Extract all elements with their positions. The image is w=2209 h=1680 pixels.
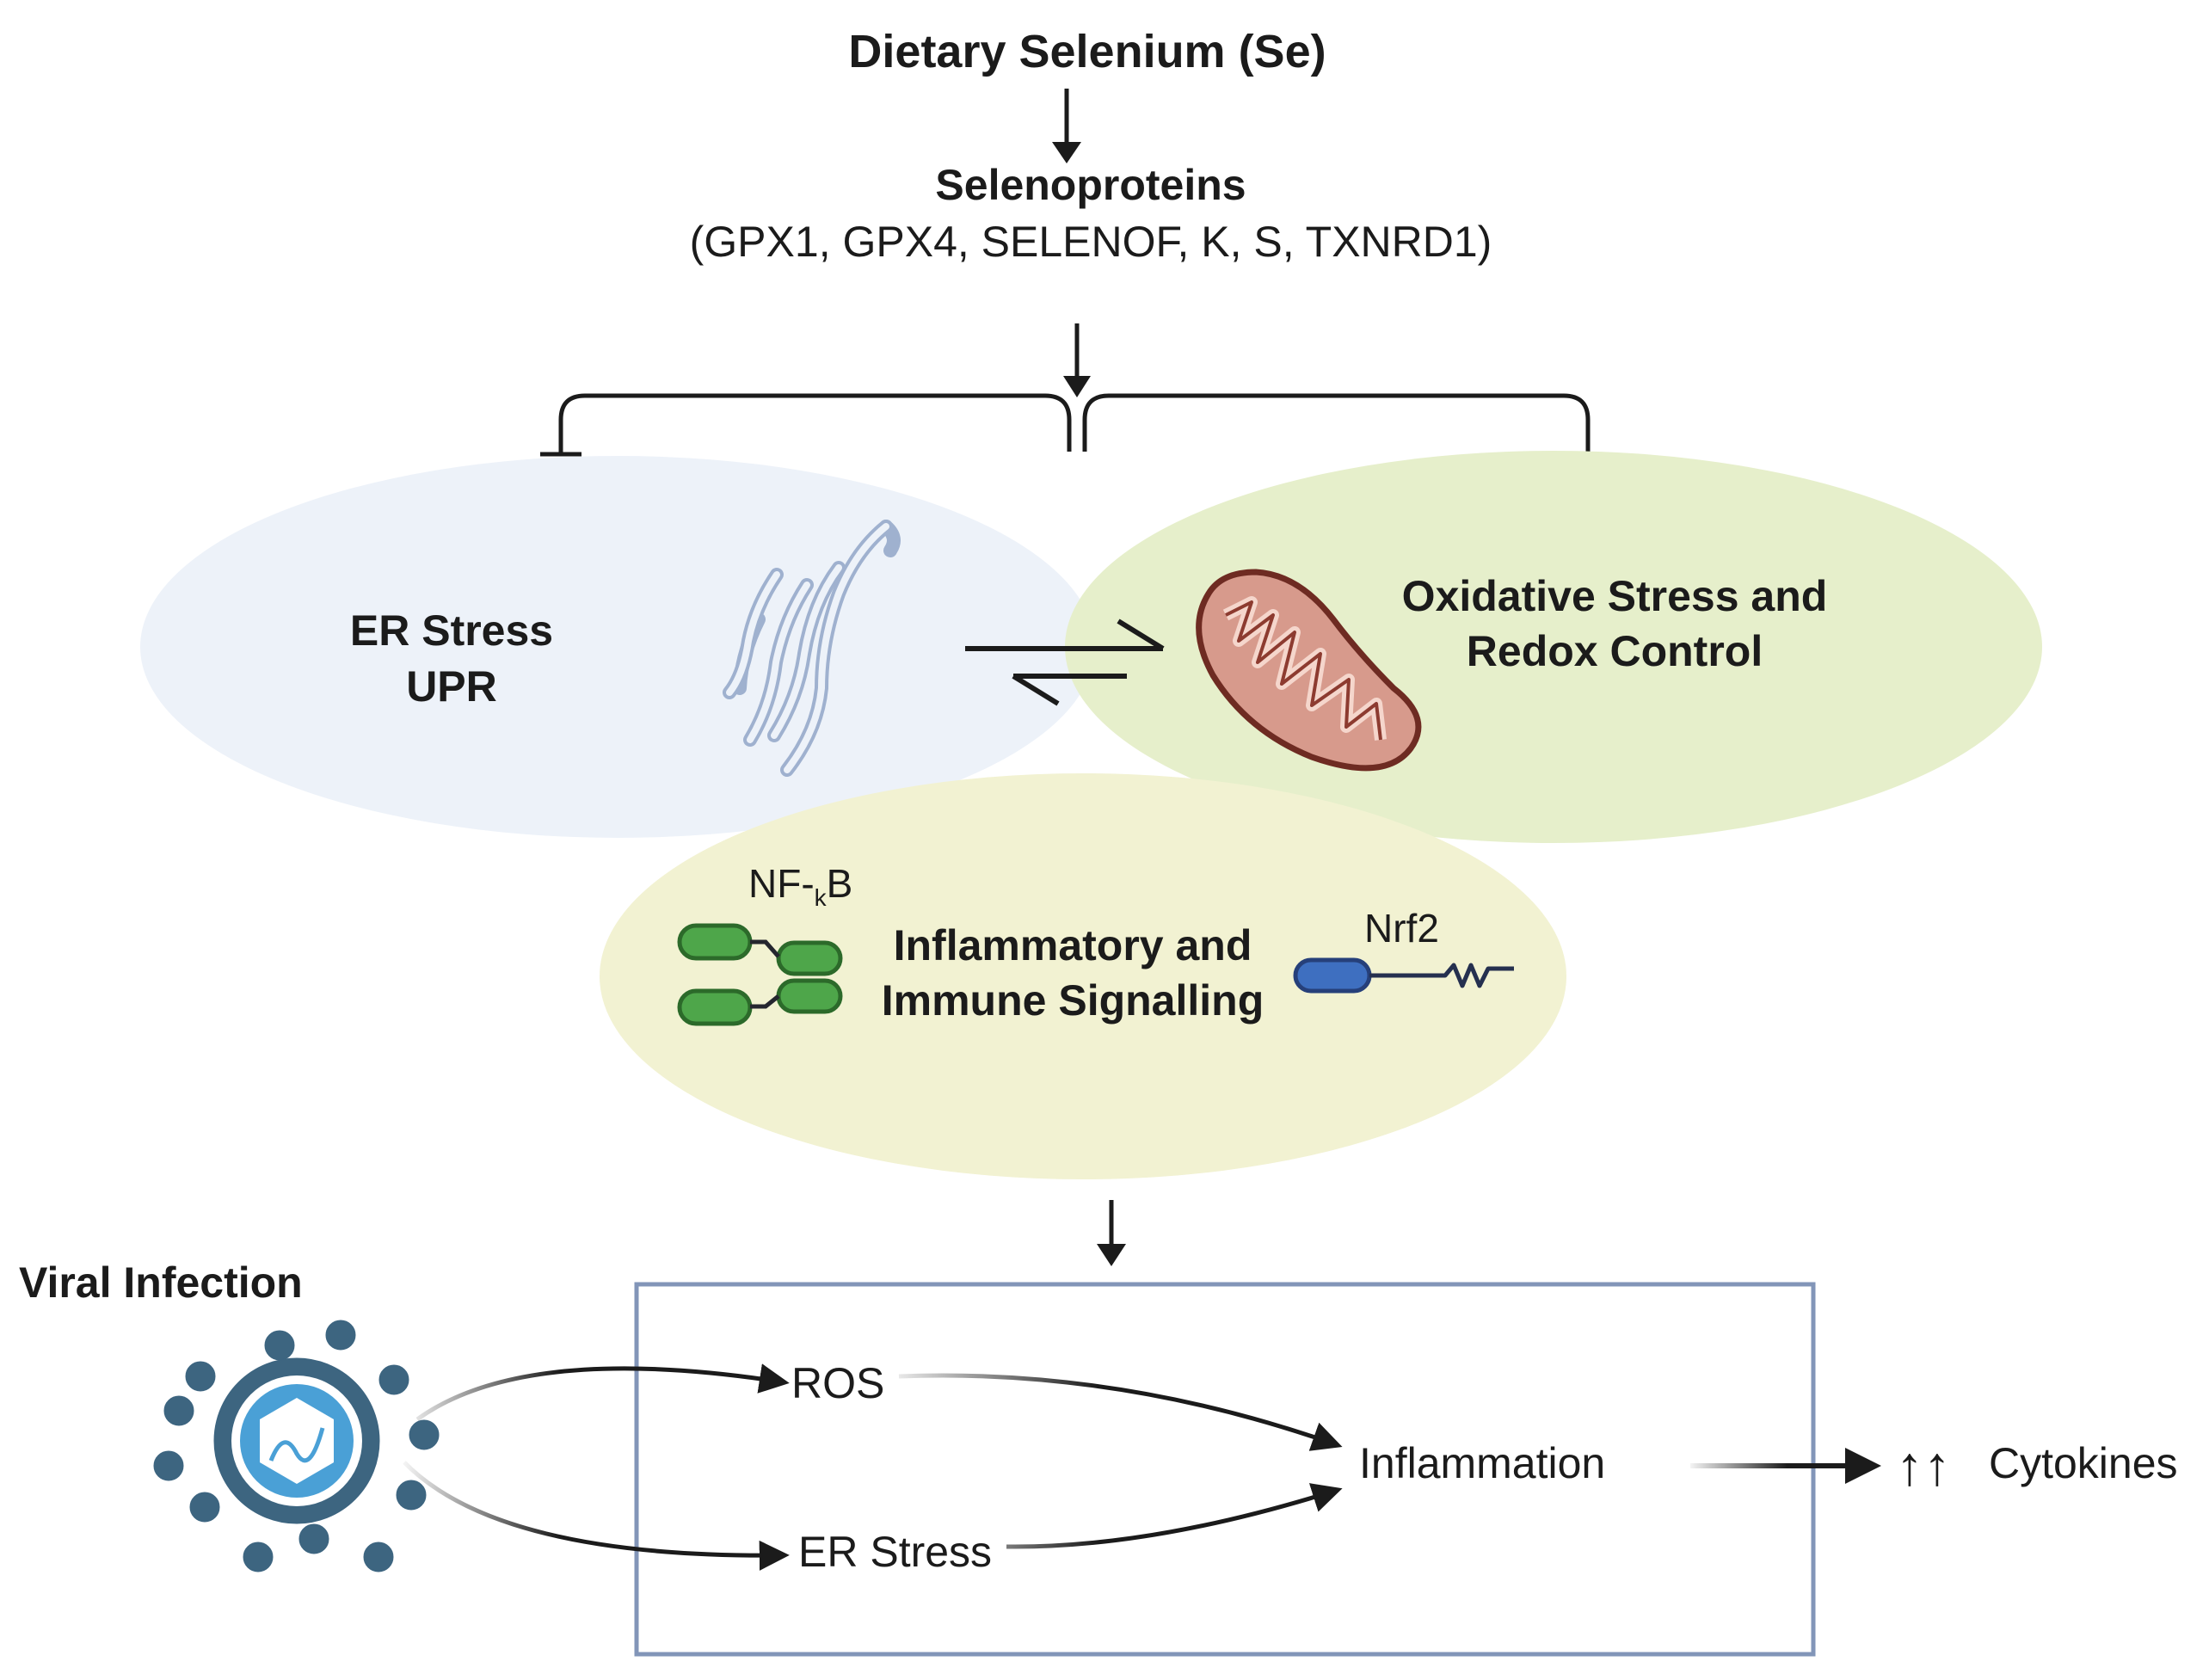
virus-to-ros-arrow	[415, 1363, 790, 1422]
dietary-selenium-title: Dietary Selenium (Se)	[848, 26, 1326, 77]
nrf2-protein-icon	[1293, 957, 1514, 994]
down-arrow-to-box	[1097, 1200, 1126, 1266]
inflammation-label: Inflammation	[1359, 1439, 1605, 1487]
redox-control-label: Redox Control	[1467, 627, 1763, 675]
oxidative-stress-label: Oxidative Stress and	[1402, 572, 1828, 620]
virus-to-er-stress-arrow	[403, 1461, 790, 1571]
ros-to-inflammation-arrow	[898, 1373, 1343, 1451]
mitochondrion-icon	[1196, 569, 1422, 772]
selenoproteins-label: Selenoproteins	[935, 161, 1246, 209]
er-stress-label: ER Stress	[350, 606, 553, 655]
nfkb-protein-icon	[677, 923, 843, 1026]
outcome-box	[634, 1282, 1816, 1657]
upr-label: UPR	[406, 662, 497, 711]
nfkb-label: NF-kB	[748, 861, 852, 911]
er-stress-to-inflammation-arrow	[1006, 1483, 1343, 1549]
viral-infection-label: Viral Infection	[19, 1258, 303, 1307]
inflammatory-label: Inflammatory and	[894, 921, 1252, 969]
endoplasmic-reticulum-icon-inner	[726, 523, 889, 773]
inflammatory-signalling-region	[600, 773, 1566, 1179]
virus-icon	[153, 1320, 440, 1572]
equilibrium-arrows	[965, 618, 1165, 706]
nrf2-label: Nrf2	[1364, 906, 1439, 951]
er-stress-region	[140, 456, 1095, 838]
increase-arrows: ↑↑	[1896, 1435, 1951, 1497]
down-arrow-top	[1052, 89, 1081, 163]
selenoproteins-list: (GPX1, GPX4, SELENOF, K, S, TXNRD1)	[690, 218, 1492, 266]
inhibition-bracket	[540, 393, 1609, 457]
down-arrow-bracket	[1063, 323, 1091, 397]
er-stress-box-label: ER Stress	[798, 1528, 992, 1576]
cytokines-label: Cytokines	[1989, 1439, 2178, 1487]
ros-label: ROS	[791, 1359, 884, 1407]
immune-signalling-label: Immune Signalling	[882, 976, 1264, 1025]
